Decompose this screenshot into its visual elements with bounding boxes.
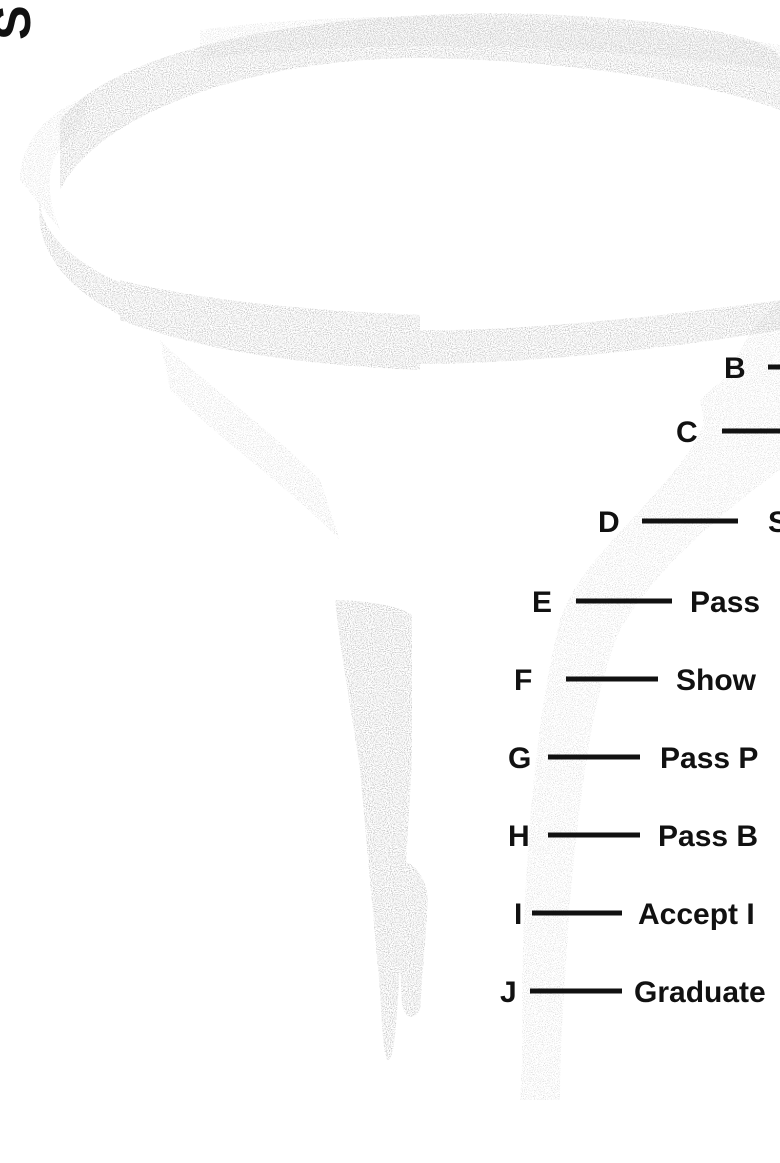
funnel-rim xyxy=(39,13,780,370)
funnel-drip xyxy=(335,600,428,1060)
stage-row-f: F Show xyxy=(514,664,757,697)
stage-letter-i: I xyxy=(514,898,522,931)
stage-letter-g: G xyxy=(508,742,531,775)
stage-letter-j: J xyxy=(500,976,517,1009)
stage-row-e: E Pass xyxy=(532,586,760,619)
funnel-rim-light xyxy=(20,16,780,540)
stage-letter-f: F xyxy=(514,664,532,697)
corner-glyph: S xyxy=(0,5,42,40)
stage-letter-h: H xyxy=(508,820,530,853)
stage-letter-b: B xyxy=(724,352,746,385)
stage-letter-d: D xyxy=(598,506,620,539)
stage-row-g: G Pass P xyxy=(508,742,758,775)
stage-text-f: Show xyxy=(676,664,757,697)
stage-row-b: B xyxy=(724,352,780,385)
stage-row-h: H Pass B xyxy=(508,820,758,853)
stage-text-d: S xyxy=(768,506,780,539)
funnel-body xyxy=(520,300,780,1100)
stage-letter-e: E xyxy=(532,586,552,619)
stage-row-i: I Accept I xyxy=(514,898,755,931)
stage-row-j: J Graduate xyxy=(500,976,766,1009)
stage-text-i: Accept I xyxy=(638,898,755,931)
stage-text-j: Graduate xyxy=(634,976,766,1009)
stage-text-h: Pass B xyxy=(658,820,758,853)
stage-row-c: C xyxy=(676,416,780,449)
stage-letter-c: C xyxy=(676,416,698,449)
stage-text-g: Pass P xyxy=(660,742,758,775)
stage-text-e: Pass xyxy=(690,586,760,619)
